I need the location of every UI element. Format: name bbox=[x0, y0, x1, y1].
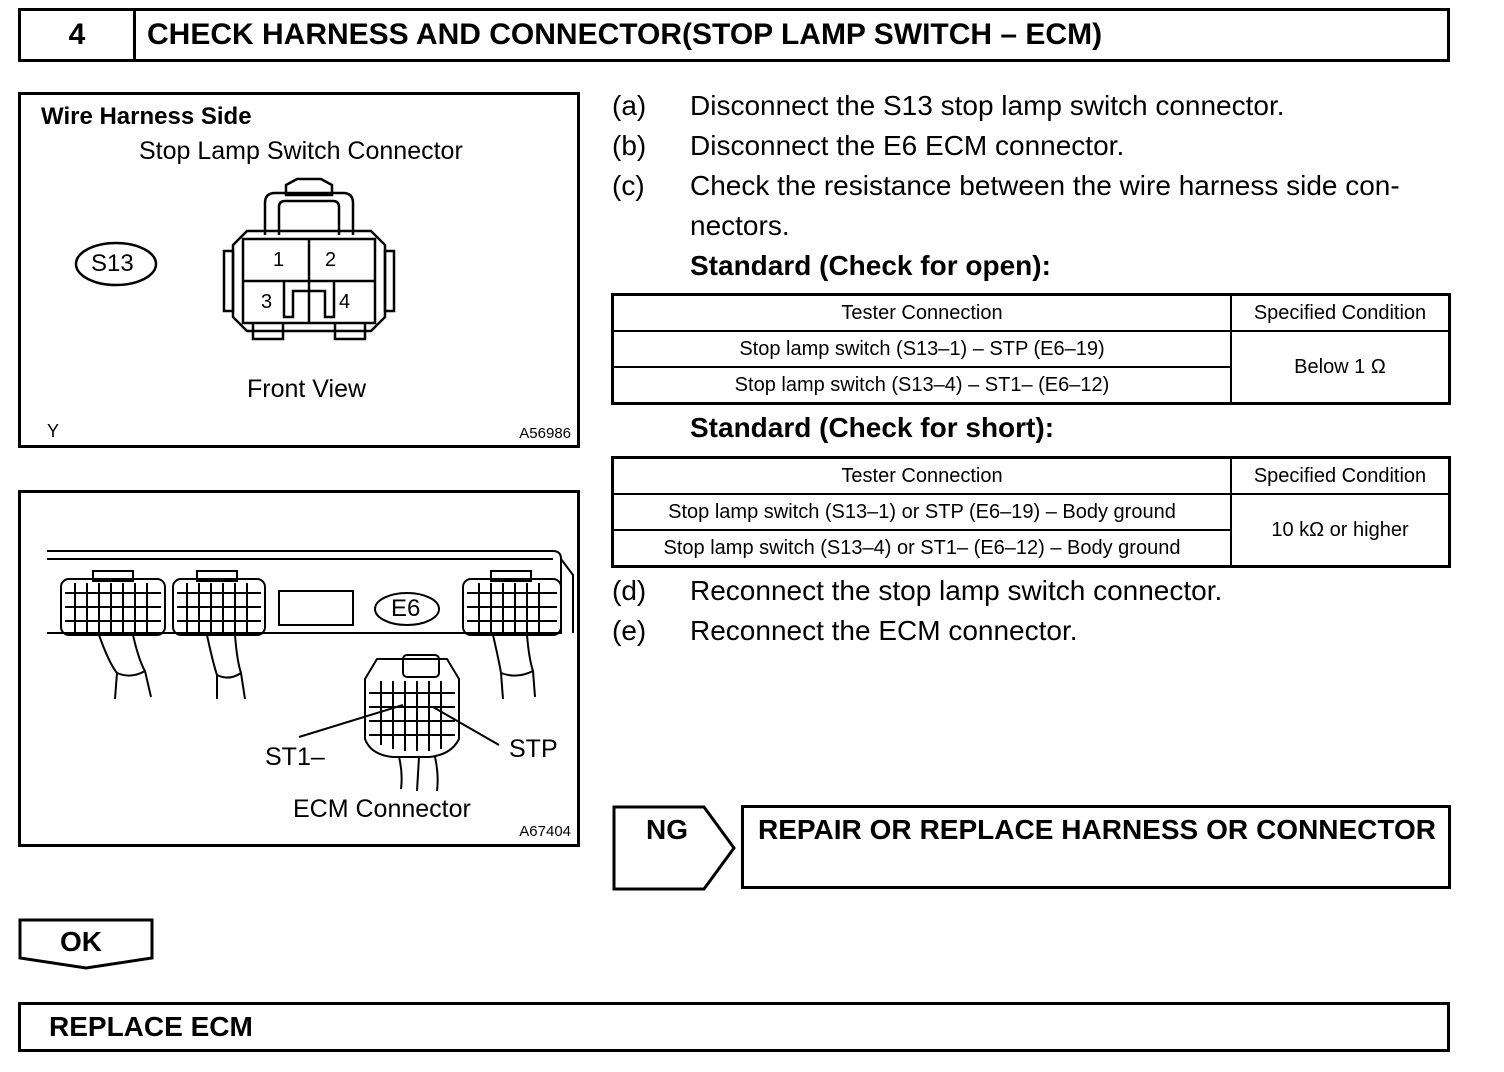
table-row: Stop lamp switch (S13–4) – ST1– (E6–12) bbox=[611, 366, 1450, 405]
table-cell: Stop lamp switch (S13–4) – ST1– (E6–12) bbox=[611, 366, 1232, 405]
pin-2-label: 2 bbox=[325, 249, 337, 271]
step-label: (e) bbox=[612, 615, 647, 646]
step-label: (a) bbox=[612, 90, 647, 121]
figure-subtitle: Stop Lamp Switch Connector bbox=[139, 137, 463, 165]
table-cell: Stop lamp switch (S13–4) or ST1– (E6–12)… bbox=[611, 529, 1232, 568]
table-cell: Stop lamp switch (S13–1) – STP (E6–19) bbox=[611, 330, 1232, 368]
step-text: Reconnect the ECM connector. bbox=[690, 615, 1078, 646]
ng-result-text: REPAIR OR REPLACE HARNESS OR CONNECTOR bbox=[758, 814, 1436, 845]
ng-arrow-icon bbox=[612, 805, 736, 891]
table-row: Stop lamp switch (S13–4) or ST1– (E6–12)… bbox=[611, 529, 1450, 568]
corner-letter: Y bbox=[47, 421, 60, 441]
st1-pin-label: ST1– bbox=[265, 743, 325, 771]
standard-open-title: Standard (Check for open): bbox=[690, 250, 1051, 281]
connector-tag-s13: S13 bbox=[91, 250, 134, 277]
ecm-connector-caption: ECM Connector bbox=[293, 795, 471, 823]
table-cell: 10 kΩ or higher bbox=[1230, 493, 1451, 568]
connector-tag-oval bbox=[74, 241, 158, 287]
table-row: Stop lamp switch (S13–1) or STP (E6–19) … bbox=[611, 493, 1451, 568]
stp-pin-label: STP bbox=[509, 735, 558, 763]
step-label: (c) bbox=[612, 170, 645, 201]
table-header: Tester Connection bbox=[611, 456, 1232, 495]
step-label: (b) bbox=[612, 130, 647, 161]
switch-connector-outline bbox=[222, 177, 396, 341]
table-cell: Below 1 Ω bbox=[1230, 330, 1451, 405]
step-label: (d) bbox=[612, 575, 647, 606]
figure-id: A56986 bbox=[519, 425, 571, 442]
step-number: 4 bbox=[21, 11, 136, 59]
pin-4-label: 4 bbox=[339, 291, 351, 313]
ecm-connector-figure: E6 ST1– STP ECM Connector A67404 bbox=[18, 490, 580, 847]
figure-id: A67404 bbox=[519, 823, 571, 840]
final-action-text: REPLACE ECM bbox=[49, 1011, 253, 1042]
step-text: nectors. bbox=[690, 210, 790, 241]
pin-3-label: 3 bbox=[261, 291, 273, 313]
standard-short-title: Standard (Check for short): bbox=[690, 412, 1055, 443]
ng-label: NG bbox=[646, 814, 688, 845]
final-action-box: REPLACE ECM bbox=[18, 1002, 1450, 1052]
table-row: Stop lamp switch (S13–1) – STP (E6–19) B… bbox=[611, 330, 1451, 405]
ng-result-box: REPAIR OR REPLACE HARNESS OR CONNECTOR bbox=[741, 805, 1451, 889]
table-cell: Stop lamp switch (S13–1) or STP (E6–19) … bbox=[611, 493, 1232, 531]
pin-1-label: 1 bbox=[273, 249, 285, 271]
stop-lamp-switch-figure: Wire Harness Side Stop Lamp Switch Conne… bbox=[18, 92, 580, 448]
open-check-table: Tester Connection Specified Condition St… bbox=[611, 293, 1451, 405]
connector-tag-e6: E6 bbox=[391, 595, 421, 622]
step-text: Disconnect the S13 stop lamp switch conn… bbox=[690, 90, 1285, 121]
step-text: Reconnect the stop lamp switch connector… bbox=[690, 575, 1223, 606]
figure-title: Wire Harness Side bbox=[41, 103, 252, 130]
ecm-drawing bbox=[47, 550, 574, 792]
step-header: 4 CHECK HARNESS AND CONNECTOR(STOP LAMP … bbox=[18, 8, 1450, 62]
step-title: CHECK HARNESS AND CONNECTOR(STOP LAMP SW… bbox=[147, 18, 1103, 51]
step-text: Disconnect the E6 ECM connector. bbox=[690, 130, 1125, 161]
table-header: Specified Condition bbox=[1230, 293, 1451, 332]
connector-drawing bbox=[74, 177, 396, 341]
ok-label: OK bbox=[60, 926, 102, 957]
table-header: Specified Condition bbox=[1230, 456, 1451, 495]
table-header: Tester Connection bbox=[611, 293, 1232, 332]
ok-arrow-icon bbox=[18, 918, 154, 970]
step-text: Check the resistance between the wire ha… bbox=[690, 170, 1400, 201]
front-view-label: Front View bbox=[247, 375, 367, 403]
short-check-table: Tester Connection Specified Condition St… bbox=[611, 456, 1451, 568]
